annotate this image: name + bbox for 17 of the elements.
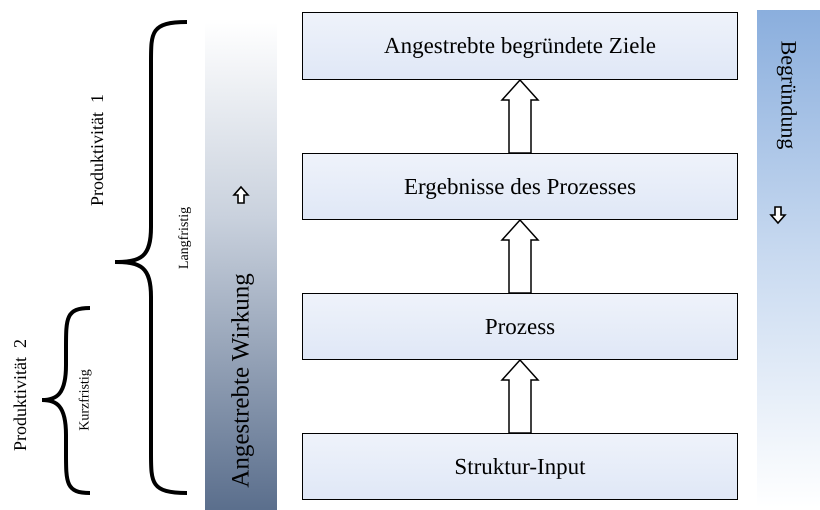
block-arrow xyxy=(500,358,540,434)
bracket-label: Langfristig xyxy=(178,206,192,270)
box-label: Prozess xyxy=(484,314,556,340)
band-label: Begründung xyxy=(777,40,800,150)
box-label: Ergebnisse des Prozesses xyxy=(404,174,636,200)
bracket-label: Produktivität 1 xyxy=(88,94,106,206)
process-box xyxy=(302,433,738,500)
process-box xyxy=(302,12,738,80)
bracket-label: Kurzfristig xyxy=(78,369,92,431)
box-label: Struktur-Input xyxy=(454,454,586,480)
block-arrow xyxy=(500,218,540,294)
band-label: Angestrebte Wirkung xyxy=(228,272,254,488)
process-box xyxy=(302,153,738,220)
process-box xyxy=(302,293,738,360)
bracket-label: Produktivität 2 xyxy=(11,339,29,451)
box-label: Angestrebte begründete Ziele xyxy=(384,33,656,59)
block-arrow xyxy=(500,78,540,154)
